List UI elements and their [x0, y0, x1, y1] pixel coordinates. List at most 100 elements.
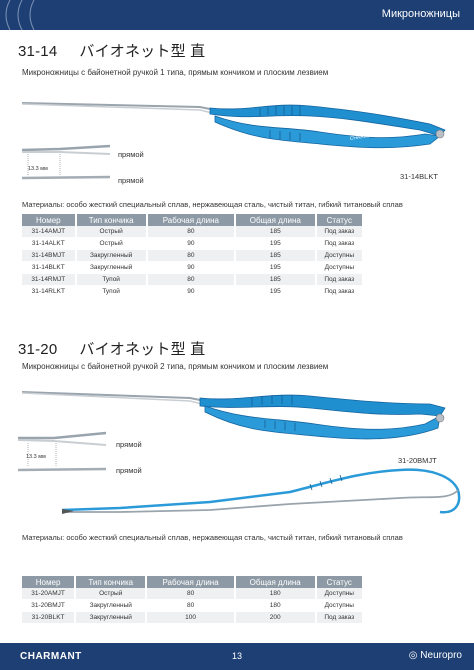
- cell-tip: Острый: [76, 588, 148, 600]
- cell-total: 195: [236, 286, 317, 298]
- table-row: 31-14BLKT Закругленный 90 195 Доступны: [22, 262, 362, 274]
- tip-dimension: 13.3 мм: [26, 454, 46, 460]
- cell-total: 195: [236, 262, 317, 274]
- cell-status: Доступны: [316, 262, 362, 274]
- cell-number: 31-20BMJT: [22, 600, 77, 612]
- cell-number: 31-14BMJT: [22, 250, 77, 262]
- cell-working: 100: [147, 612, 236, 624]
- tip-detail-image: [17, 431, 107, 472]
- table-row: 31-14AMJT Острый 80 185 Под заказ: [22, 226, 362, 238]
- col-status: Статус: [316, 214, 362, 226]
- table-header-row: Номер Тип кончика Рабочая длина Общая дл…: [22, 576, 362, 588]
- page-header: Микроножницы: [0, 0, 474, 30]
- col-tip-type: Тип кончика: [76, 576, 148, 588]
- table-row: 31-20BMJT Закругленный 80 180 Доступны: [22, 600, 362, 612]
- table-row: 31-14RLKT Тупой 90 195 Под заказ: [22, 286, 362, 298]
- cell-status: Под заказ: [316, 612, 362, 624]
- cell-status: Под заказ: [316, 226, 362, 238]
- cell-tip: Закругленный: [76, 612, 148, 624]
- footer-logo-text: Neuropro: [420, 650, 462, 661]
- cell-status: Доступны: [316, 588, 362, 600]
- product-description: Микроножницы с байонетной ручкой 2 типа,…: [22, 362, 329, 371]
- product-name-jp: バイオネット型 直: [79, 43, 206, 60]
- col-total-length: Общая длина: [236, 214, 317, 226]
- spec-table: Номер Тип кончика Рабочая длина Общая дл…: [22, 576, 362, 624]
- cell-working: 80: [147, 226, 237, 238]
- cell-tip: Закругленный: [76, 262, 148, 274]
- section-title: Микроножницы: [381, 8, 460, 20]
- cell-tip: Закругленный: [76, 600, 148, 612]
- header-decoration: [5, 0, 35, 30]
- cell-working: 90: [147, 262, 237, 274]
- cell-total: 180: [235, 588, 317, 600]
- cell-number: 31-14ALKT: [22, 238, 77, 250]
- tip-label-bottom: прямой: [118, 176, 144, 185]
- instrument-image: CHARMANT: [21, 102, 446, 149]
- cell-tip: Острый: [76, 238, 148, 250]
- product-name-jp: バイオネット型 直: [79, 341, 206, 358]
- cell-number: 31-14RMJT: [22, 274, 77, 286]
- tip-dimension: 13.3 мм: [28, 166, 48, 172]
- cell-status: Под заказ: [316, 274, 362, 286]
- product-code: 31-20: [18, 341, 58, 358]
- table-header-row: Номер Тип кончика Рабочая длина Общая дл…: [22, 214, 362, 226]
- table-row: 31-14BMJT Закругленный 80 185 Доступны: [22, 250, 362, 262]
- logo-icon: ◎: [408, 650, 418, 661]
- cell-number: 31-20AMJT: [22, 588, 77, 600]
- col-tip-type: Тип кончика: [76, 214, 148, 226]
- footer-logo: ◎ Neuropro: [409, 650, 462, 661]
- page-number: 13: [231, 651, 242, 661]
- cell-tip: Тупой: [76, 286, 148, 298]
- col-working-length: Рабочая длина: [147, 214, 237, 226]
- cell-working: 80: [147, 250, 237, 262]
- cell-total: 185: [236, 226, 317, 238]
- product-title: 31-20 バイオネット型 直: [18, 338, 205, 359]
- cell-tip: Закругленный: [76, 250, 148, 262]
- instrument-brand: CHARMANT: [349, 132, 378, 142]
- cell-working: 90: [147, 238, 237, 250]
- product-title: 31-14 バイオネット型 直: [18, 40, 205, 61]
- col-number: Номер: [22, 214, 77, 226]
- tip-detail-image: [21, 144, 111, 180]
- cell-total: 185: [236, 250, 317, 262]
- cell-tip: Тупой: [76, 274, 148, 286]
- cell-number: 31-14BLKT: [22, 262, 77, 274]
- instrument-open-view-image: [61, 468, 461, 514]
- col-status: Статус: [316, 576, 362, 588]
- cell-status: Доступны: [316, 600, 362, 612]
- table-row: 31-20BLKT Закругленный 100 200 Под заказ: [22, 612, 362, 624]
- cell-number: 31-14RLKT: [22, 286, 77, 298]
- tip-label-top: прямой: [118, 150, 144, 159]
- tip-label-top: прямой: [116, 440, 142, 449]
- page-footer: CHARMANT 13 ◎ Neuropro: [0, 643, 474, 670]
- image-model-code: 31-14BLKT: [400, 172, 438, 181]
- instrument-brand: CHARMANT: [369, 418, 398, 428]
- cell-total: 195: [236, 238, 317, 250]
- table-row: 31-14ALKT Острый 90 195 Под заказ: [22, 238, 362, 250]
- cell-working: 80: [147, 600, 236, 612]
- col-working-length: Рабочая длина: [147, 576, 236, 588]
- cell-tip: Острый: [76, 226, 148, 238]
- cell-total: 180: [235, 600, 317, 612]
- tip-label-bottom: прямой: [116, 466, 142, 475]
- cell-number: 31-14AMJT: [22, 226, 77, 238]
- cell-total: 200: [235, 612, 317, 624]
- materials-text: Материалы: особо жесткий специальный спл…: [22, 533, 403, 542]
- col-number: Номер: [22, 576, 77, 588]
- cell-working: 80: [147, 274, 237, 286]
- spec-table: Номер Тип кончика Рабочая длина Общая дл…: [22, 214, 362, 298]
- cell-total: 185: [236, 274, 317, 286]
- col-total-length: Общая длина: [235, 576, 317, 588]
- cell-number: 31-20BLKT: [22, 612, 77, 624]
- product-code: 31-14: [18, 43, 58, 60]
- instrument-image: CHARMANT: [21, 391, 446, 440]
- product-description: Микроножницы с байонетной ручкой 1 типа,…: [22, 68, 329, 77]
- table-row: 31-14RMJT Тупой 80 185 Под заказ: [22, 274, 362, 286]
- cell-status: Доступны: [316, 250, 362, 262]
- cell-status: Под заказ: [316, 238, 362, 250]
- cell-working: 80: [147, 588, 236, 600]
- materials-text: Материалы: особо жесткий специальный спл…: [22, 200, 403, 209]
- image-model-code: 31-20BMJT: [398, 456, 437, 465]
- footer-brand: CHARMANT: [20, 651, 82, 662]
- table-row: 31-20AMJT Острый 80 180 Доступны: [22, 588, 362, 600]
